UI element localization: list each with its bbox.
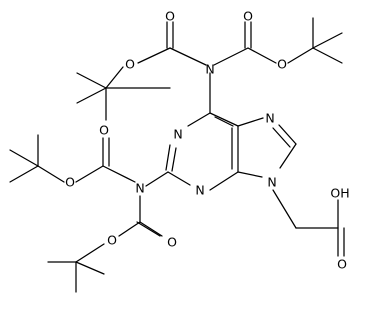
bond <box>312 47 343 64</box>
bond-lines <box>9 17 345 293</box>
bond <box>213 47 249 66</box>
atom-n: N <box>265 111 274 126</box>
bond <box>139 221 163 237</box>
atom-o: O <box>65 175 75 190</box>
atom-n: N <box>135 181 144 196</box>
bond <box>209 112 239 127</box>
bond <box>169 47 207 66</box>
bond <box>75 261 105 275</box>
bond <box>278 124 297 145</box>
bond <box>137 47 171 64</box>
bond <box>37 165 65 183</box>
bond <box>272 189 297 229</box>
atom-n: N <box>195 183 204 198</box>
bond <box>76 87 107 104</box>
bond <box>75 165 104 183</box>
atom-n: N <box>267 175 276 190</box>
atom-o: O <box>99 123 109 138</box>
bond <box>165 144 171 171</box>
atom-o: O <box>243 9 253 24</box>
bond <box>118 221 141 237</box>
atom-o: O <box>107 233 117 248</box>
bond <box>102 165 136 183</box>
bond <box>9 165 39 183</box>
bond <box>105 66 124 89</box>
bond <box>272 127 291 148</box>
bond <box>167 171 191 186</box>
bond <box>76 72 107 89</box>
bond <box>287 47 314 64</box>
bond <box>171 147 177 172</box>
atom-o: O <box>165 9 175 24</box>
bond <box>209 171 239 191</box>
bond <box>9 149 39 167</box>
bond <box>75 243 105 263</box>
atom-o: O <box>167 235 177 250</box>
bond <box>214 116 234 127</box>
bond <box>312 32 343 49</box>
atom-n: N <box>205 62 214 77</box>
bond <box>247 47 277 64</box>
atom-o: O <box>125 57 135 72</box>
bond <box>237 117 264 127</box>
atom-labels: O O O N O N N O O N N N OH O O O <box>65 9 350 272</box>
atom-o: O <box>277 57 287 72</box>
bond <box>145 171 169 187</box>
bond <box>279 143 297 169</box>
atom-o: O <box>337 257 347 272</box>
bond <box>187 112 211 127</box>
bond <box>136 221 161 237</box>
atom-oh: OH <box>330 186 349 201</box>
bond <box>237 171 263 178</box>
atom-n: N <box>173 127 182 142</box>
